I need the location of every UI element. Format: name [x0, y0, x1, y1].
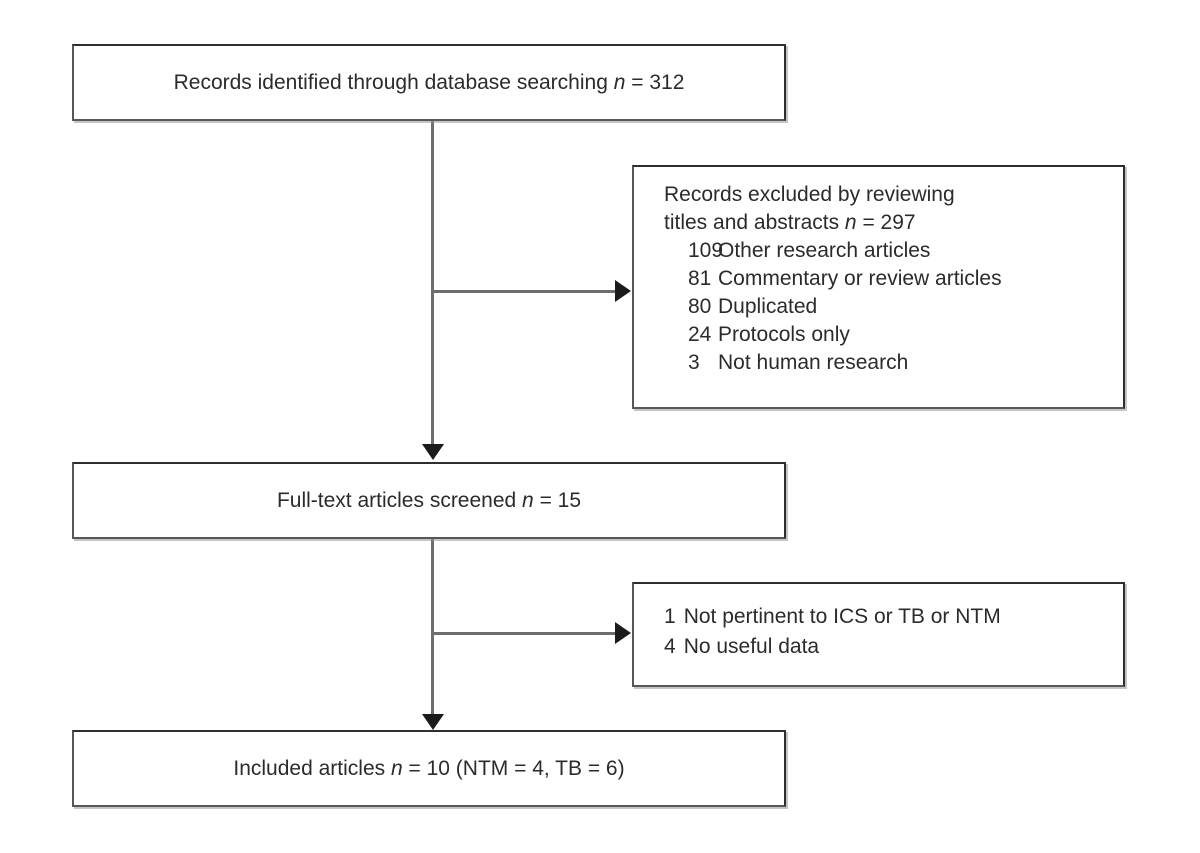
- connector-screened-to-included: [431, 538, 434, 720]
- node-records-identified: Records identified through database sear…: [72, 44, 786, 121]
- included-articles-n-value: = 10 (NTM = 4, TB = 6): [402, 757, 625, 780]
- fulltext-screened-n-symbol: n: [522, 489, 534, 512]
- reason-count: 1: [664, 605, 676, 628]
- reason-count: 80: [688, 295, 712, 318]
- reason-count: 4: [664, 635, 676, 658]
- node-records-excluded-titles: Records excluded by reviewing titles and…: [632, 165, 1125, 409]
- reason-label: Not human research: [718, 351, 909, 374]
- arrowhead-to-included: [422, 714, 444, 730]
- fulltext-screened-n-value: = 15: [533, 489, 582, 512]
- node-included-articles: Included articles n = 10 (NTM = 4, TB = …: [72, 730, 786, 807]
- records-identified-n-symbol: n: [613, 71, 626, 94]
- list-item: 1 Not pertinent to ICS or TB or NTM: [664, 602, 1001, 632]
- node-fulltext-screened: Full-text articles screened n = 15: [72, 462, 786, 539]
- list-item: 24 Protocols only: [664, 321, 1002, 349]
- excluded-titles-content: Records excluded by reviewing titles and…: [664, 181, 1002, 377]
- excluded-titles-n-value: = 297: [856, 211, 916, 234]
- reason-count: 24: [688, 323, 712, 346]
- reason-count: 81: [688, 267, 712, 290]
- included-articles-text: Included articles: [233, 757, 391, 780]
- records-identified-n-value: = 312: [625, 71, 685, 94]
- reason-label: Commentary or review articles: [718, 267, 1002, 290]
- list-item: 109 Other research articles: [664, 237, 1002, 265]
- fulltext-screened-text: Full-text articles screened: [276, 489, 523, 512]
- arrowhead-to-screened: [422, 444, 444, 460]
- node-fulltext-screened-label: Full-text articles screened n = 15: [277, 487, 581, 514]
- list-item: 4 No useful data: [664, 632, 1001, 662]
- excluded-titles-n-symbol: n: [844, 211, 857, 234]
- connector-branch-to-excluded-titles: [431, 290, 617, 293]
- reason-label: No useful data: [683, 635, 820, 658]
- reason-label: Other research articles: [718, 239, 931, 262]
- excluded-titles-heading-line2: titles and abstracts n = 297: [664, 209, 1002, 237]
- arrowhead-to-excluded-titles: [615, 280, 631, 302]
- records-identified-text: Records identified through database sear…: [173, 71, 614, 94]
- connector-branch-to-excluded-fulltext: [431, 632, 617, 635]
- node-included-articles-label: Included articles n = 10 (NTM = 4, TB = …: [233, 755, 624, 782]
- excluded-titles-heading-line1: Records excluded by reviewing: [664, 183, 955, 206]
- excluded-fulltext-content: 1 Not pertinent to ICS or TB or NTM 4 No…: [664, 602, 1001, 662]
- reason-count: 3: [688, 351, 700, 374]
- reason-count: 109: [688, 239, 724, 262]
- list-item: 81 Commentary or review articles: [664, 265, 1002, 293]
- reason-label: Protocols only: [718, 323, 850, 346]
- excluded-titles-heading-prefix: titles and abstracts: [664, 211, 845, 234]
- list-item: 3 Not human research: [664, 349, 1002, 377]
- list-item: 80 Duplicated: [664, 293, 1002, 321]
- included-articles-n-symbol: n: [390, 757, 403, 780]
- connector-identified-to-screened: [431, 120, 434, 450]
- arrowhead-to-excluded-fulltext: [615, 622, 631, 644]
- node-excluded-fulltext: 1 Not pertinent to ICS or TB or NTM 4 No…: [632, 582, 1125, 687]
- reason-label: Not pertinent to ICS or TB or NTM: [683, 605, 1001, 628]
- reason-label: Duplicated: [718, 295, 818, 318]
- node-records-identified-label: Records identified through database sear…: [174, 69, 685, 96]
- excluded-titles-reason-list: 109 Other research articles 81 Commentar…: [664, 237, 1002, 377]
